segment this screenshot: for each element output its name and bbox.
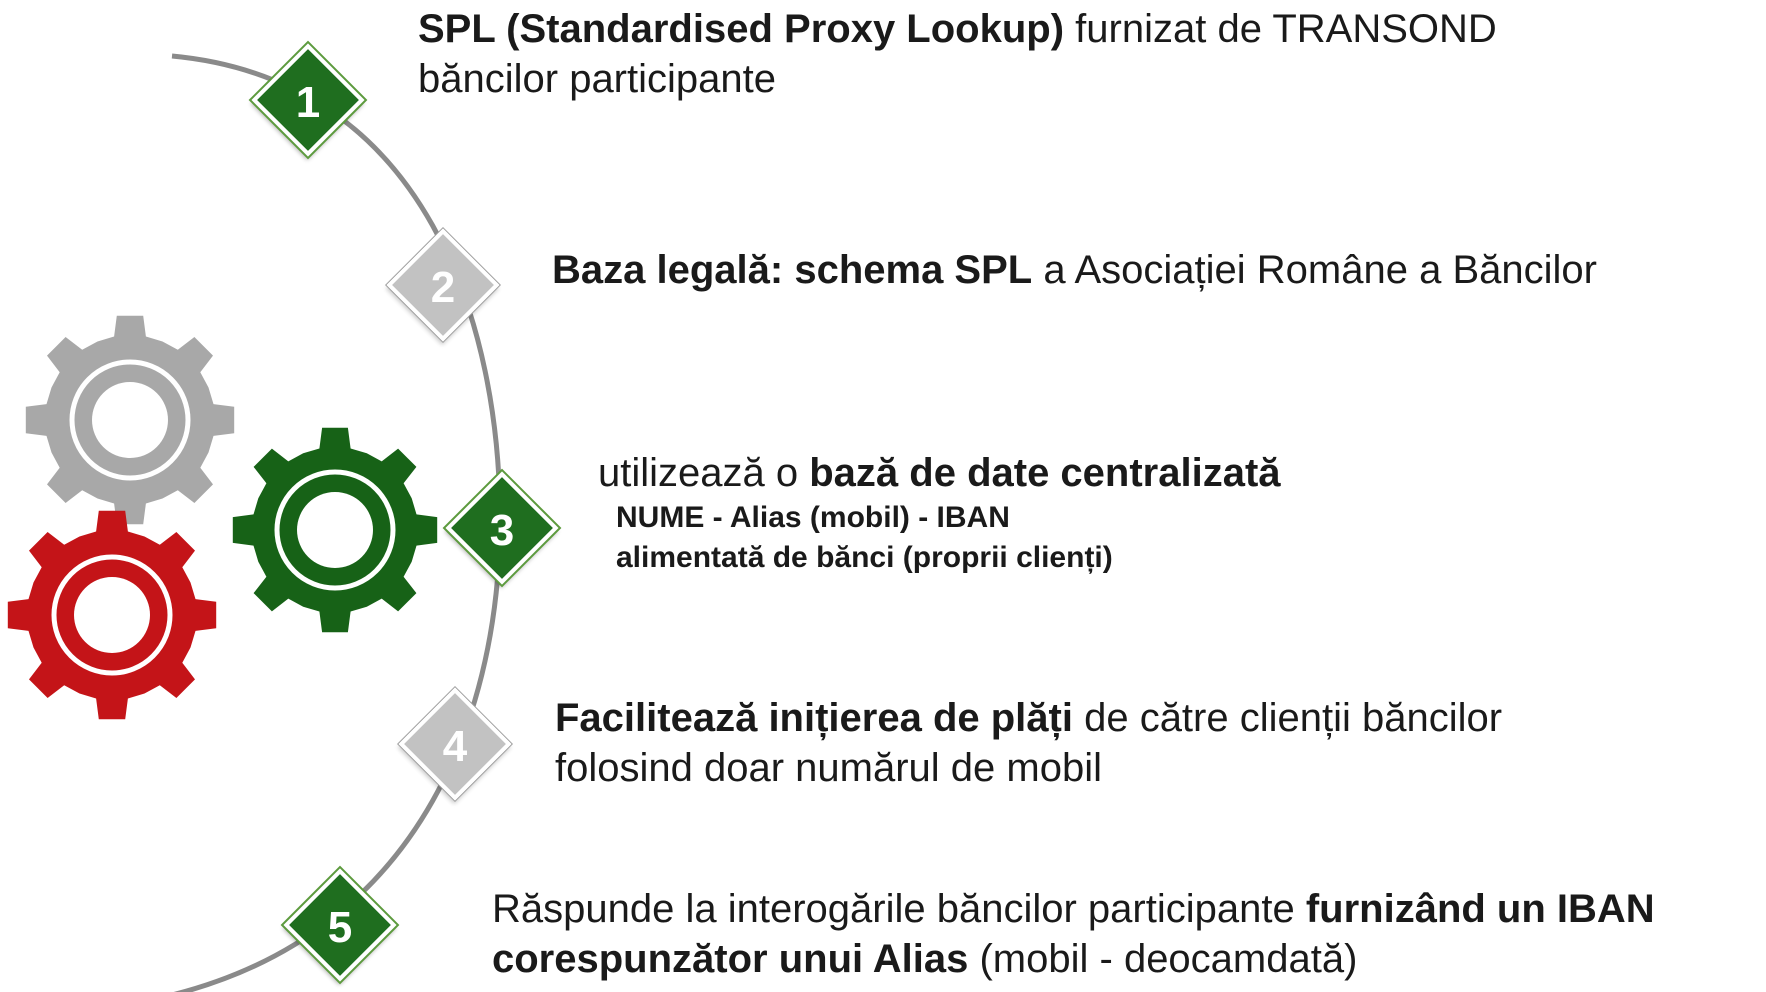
step-3-number: 3 <box>489 506 515 555</box>
step-3-text: utilizează o bază de date centralizată <box>598 448 1281 498</box>
step-3-subtitle-1: NUME - Alias (mobil) - IBAN <box>616 501 1010 534</box>
step-5-bold-2: corespunzător unui Alias <box>492 937 969 981</box>
step-2-rest: a Asociației Române a Băncilor <box>1032 248 1597 292</box>
green-gear-hole <box>297 492 373 568</box>
step-5-text: Răspunde la interogările băncilor partic… <box>492 884 1655 984</box>
step-4-rest: de către clienții băncilor <box>1072 696 1503 740</box>
step-4-bold: Facilitează inițierea de plăți <box>555 696 1073 740</box>
step-5-bold: furnizând un IBAN <box>1305 887 1655 931</box>
step-1-text: SPL (Standardised Proxy Lookup) furnizat… <box>418 4 1497 104</box>
step-3-subtitle-2: alimentată de bănci (proprii clienți) <box>616 541 1113 574</box>
red-gear-hole <box>74 577 150 653</box>
step-5-number: 5 <box>327 903 353 952</box>
step-2-number: 2 <box>430 263 456 312</box>
step-5-lead: Răspunde la interogările băncilor partic… <box>492 887 1306 931</box>
step-2-text: Baza legală: schema SPL a Asociației Rom… <box>552 245 1597 295</box>
step-3-bold: bază de date centralizată <box>809 451 1281 495</box>
gears-illustration <box>7 315 438 720</box>
step-1-bold: SPL (Standardised Proxy Lookup) <box>418 7 1065 51</box>
step-1-rest: furnizat de TRANSOND <box>1064 7 1497 51</box>
step-4-line2: folosind doar numărul de mobil <box>555 746 1102 790</box>
step-4-number: 4 <box>442 722 468 771</box>
step-4-text: Facilitează inițierea de plăți de către … <box>555 693 1502 793</box>
step-5-rest: (mobil - deocamdată) <box>968 937 1358 981</box>
step-3-lead: utilizează o <box>598 451 810 495</box>
step-1-line2: băncilor participante <box>418 57 776 101</box>
grey-gear-hole <box>92 382 168 458</box>
step-1-number: 1 <box>295 78 321 127</box>
step-2-bold: Baza legală: schema SPL <box>552 248 1033 292</box>
